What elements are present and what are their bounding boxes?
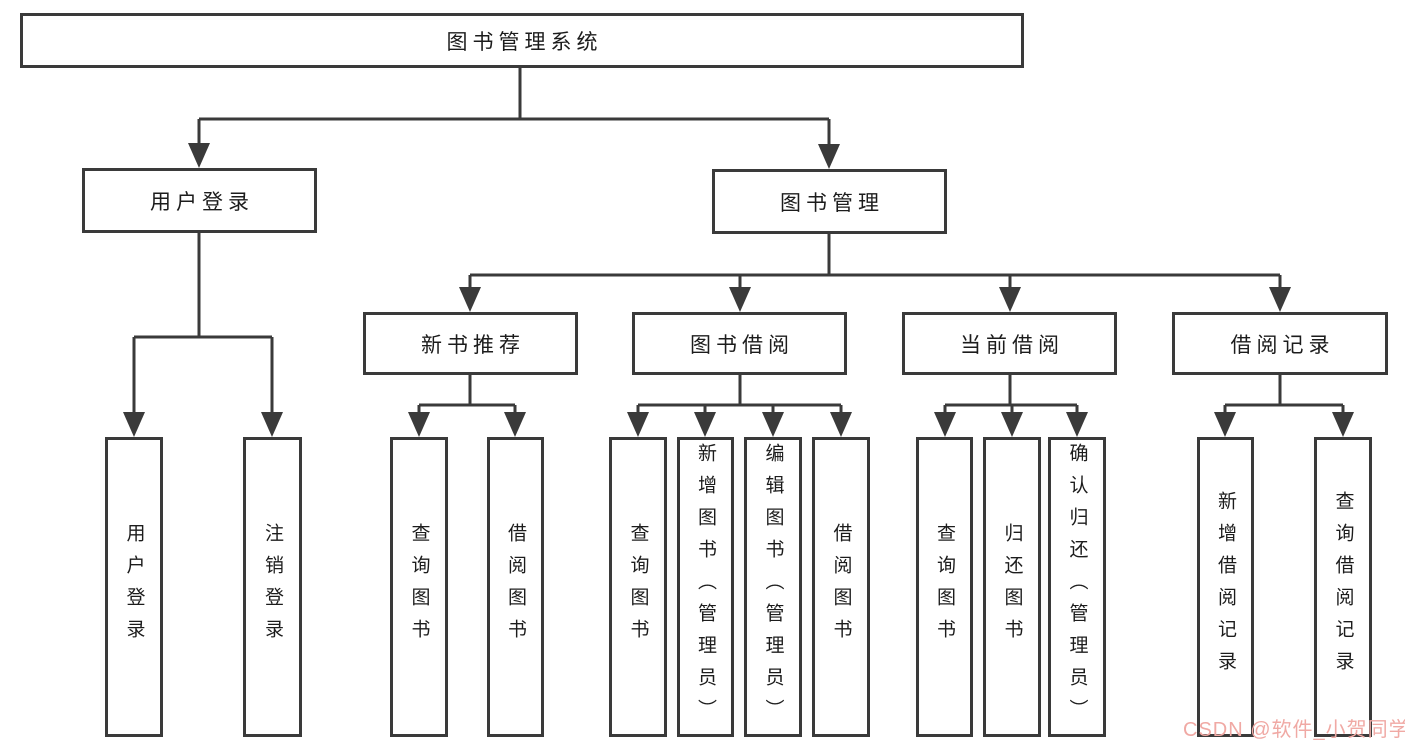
leaf-query-books-borrow: 查询图书	[609, 437, 667, 737]
connector-borrow-records-group	[1223, 375, 1345, 415]
leaf-add-borrow-record: 新增借阅记录	[1197, 437, 1254, 737]
leaf-confirm-return-admin: 确认归还（管理员）	[1048, 437, 1106, 737]
connector-new-book-group	[417, 375, 517, 415]
leaf-logout: 注销登录	[243, 437, 302, 737]
connector-book-mgmt-to-level3	[468, 234, 1282, 290]
leaf-return-books: 归还图书	[983, 437, 1041, 737]
connector-root-to-level2	[197, 68, 831, 147]
node-borrow-records: 借阅记录	[1172, 312, 1388, 375]
leaf-add-books-admin: 新增图书（管理员）	[677, 437, 734, 737]
node-book-management: 图书管理	[712, 169, 947, 234]
leaf-edit-books-admin: 编辑图书（管理员）	[744, 437, 802, 737]
leaf-query-books-recommend: 查询图书	[390, 437, 448, 737]
leaf-user-login: 用户登录	[105, 437, 163, 737]
leaf-borrow-books-recommend: 借阅图书	[487, 437, 544, 737]
leaf-query-borrow-record: 查询借阅记录	[1314, 437, 1372, 737]
leaf-query-books-current: 查询图书	[916, 437, 973, 737]
node-new-book-recommend: 新书推荐	[363, 312, 578, 375]
connector-book-borrow-group	[636, 375, 843, 415]
node-book-borrow: 图书借阅	[632, 312, 847, 375]
leaf-borrow-books: 借阅图书	[812, 437, 870, 737]
csdn-watermark: CSDN @软件_小贺同学	[1183, 719, 1405, 741]
node-current-borrow: 当前借阅	[902, 312, 1117, 375]
node-user-login: 用户登录	[82, 168, 317, 233]
node-library-system: 图书管理系统	[20, 13, 1024, 68]
connector-user-login-group	[132, 233, 274, 415]
connector-current-borrow-group	[943, 375, 1079, 415]
